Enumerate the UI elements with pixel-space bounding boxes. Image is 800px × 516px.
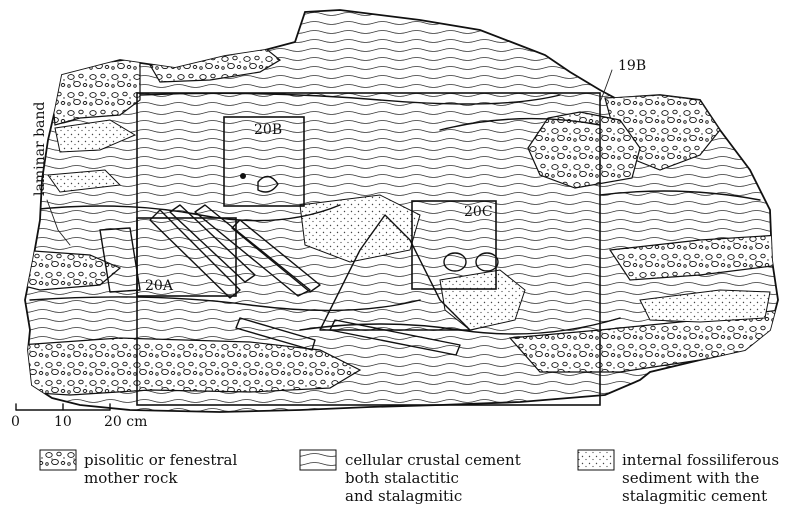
sediment-pocket-center xyxy=(299,194,421,263)
box-20c xyxy=(411,200,497,290)
pisolitic-block-19b xyxy=(527,111,641,189)
leader-laminar-band xyxy=(46,199,71,246)
fossil-shell-20b xyxy=(257,175,279,193)
fossil-dot-20b xyxy=(240,173,246,179)
lamina-4 xyxy=(439,117,601,131)
scale-tick-0: 0 xyxy=(11,414,20,430)
label-20a: 20A xyxy=(145,278,174,294)
sediment-band-left-lower xyxy=(47,169,122,193)
blade-2 xyxy=(169,204,256,283)
scale-bar: 0 10 20 cm xyxy=(11,403,147,430)
legend-text-crustal-1: cellular crustal cement xyxy=(345,451,521,469)
sediment-band-right xyxy=(639,289,771,323)
legend: pisolitic or fenestral mother rock cellu… xyxy=(39,449,779,505)
sediment-pocket-right xyxy=(439,269,526,331)
scale-tick-20: 20 cm xyxy=(104,414,147,430)
legend-swatch-sediment xyxy=(577,449,615,471)
legend-swatch-pisolitic xyxy=(39,449,77,471)
bar-lower-2 xyxy=(329,319,461,356)
legend-text-sediment-1: internal fossiliferous xyxy=(622,451,779,469)
lamina-1 xyxy=(29,204,341,222)
bar-lower-1 xyxy=(235,317,316,351)
lamina-2 xyxy=(29,296,421,312)
legend-text-pisolitic-1: pisolitic or fenestral xyxy=(84,451,237,469)
blade-4 xyxy=(231,219,321,293)
sediment-band-left xyxy=(54,119,137,153)
legend-text-sediment-3: stalagmitic cement xyxy=(622,487,767,505)
fossil-ring-right-20c xyxy=(475,252,499,272)
label-20c: 20C xyxy=(464,204,493,220)
stalagmitic-mound xyxy=(319,214,471,331)
pisolitic-band-mid-right xyxy=(608,234,778,281)
fossil-ring-left-20c xyxy=(443,252,467,272)
legend-text-pisolitic-2: mother rock xyxy=(84,469,178,487)
label-19b: 19B xyxy=(618,58,646,74)
leader-19b xyxy=(599,69,613,103)
pisolitic-band-bottom xyxy=(25,337,362,396)
box-20a xyxy=(136,217,237,297)
pisolitic-band-mid-left xyxy=(25,249,122,291)
slab-interior xyxy=(25,47,778,396)
label-20b: 20B xyxy=(254,122,282,138)
lamina-5 xyxy=(599,190,761,201)
blade-3 xyxy=(194,204,311,297)
label-laminar-band: laminar band xyxy=(32,102,48,196)
legend-text-sediment-2: sediment with the xyxy=(622,469,759,487)
legend-swatch-crustal xyxy=(299,449,337,471)
blade-5 xyxy=(99,227,141,293)
legend-text-crustal-3: and stalagmitic xyxy=(345,487,462,505)
legend-text-crustal-2: both stalactitic xyxy=(345,469,459,487)
blade-1 xyxy=(149,209,241,299)
scale-tick-10: 10 xyxy=(54,414,72,430)
pisolitic-band-bottom-right xyxy=(508,309,778,373)
box-20b xyxy=(223,116,305,207)
